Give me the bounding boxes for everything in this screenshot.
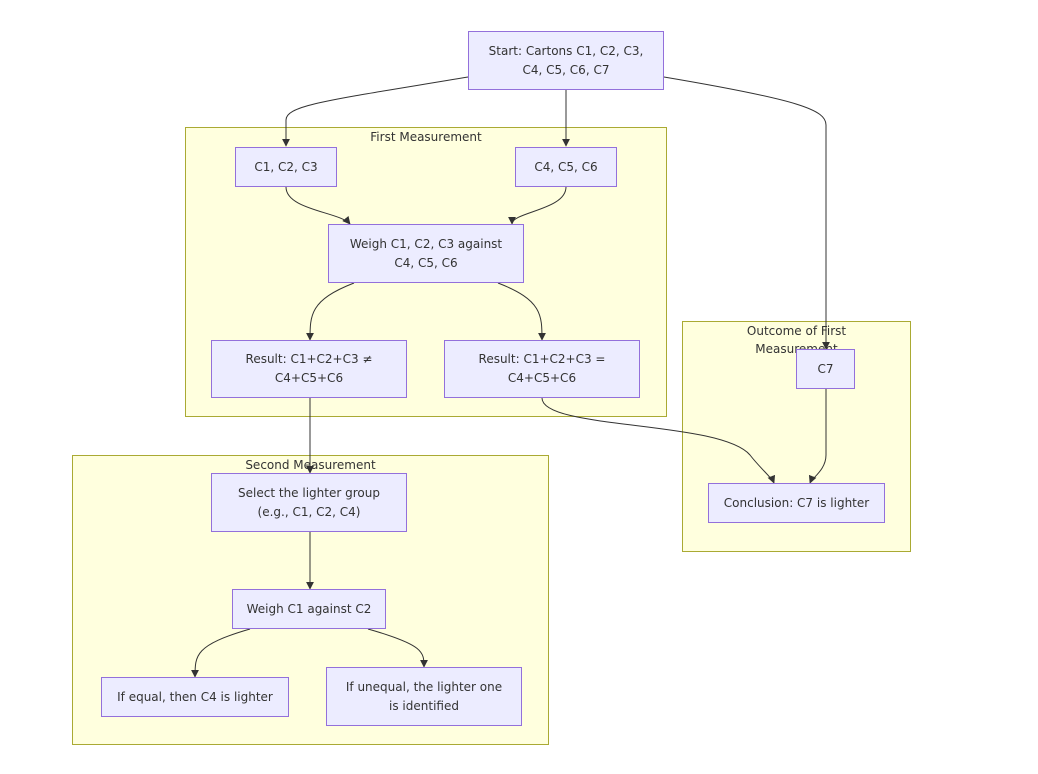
- node-weigh-second[interactable]: Weigh C1 against C2: [232, 589, 386, 629]
- node-if-unequal[interactable]: If unequal, the lighter one is identifie…: [326, 667, 522, 726]
- node-conclusion[interactable]: Conclusion: C7 is lighter: [708, 483, 885, 523]
- node-c4-c5-c6[interactable]: C4, C5, C6: [515, 147, 617, 187]
- node-if-equal[interactable]: If equal, then C4 is lighter: [101, 677, 289, 717]
- node-select-lighter[interactable]: Select the lighter group (e.g., C1, C2, …: [211, 473, 407, 532]
- node-c7[interactable]: C7: [796, 349, 855, 389]
- cluster-second-measurement-label: Second Measurement: [245, 458, 376, 472]
- edge-start-c7: [663, 76, 830, 350]
- cluster-first-measurement-label: First Measurement: [370, 130, 482, 144]
- node-result-not-equal[interactable]: Result: C1+C2+C3 ≠ C4+C5+C6: [211, 340, 407, 398]
- node-weigh-first[interactable]: Weigh C1, C2, C3 against C4, C5, C6: [328, 224, 524, 283]
- node-result-equal[interactable]: Result: C1+C2+C3 = C4+C5+C6: [444, 340, 640, 398]
- node-start[interactable]: Start: Cartons C1, C2, C3, C4, C5, C6, C…: [468, 31, 664, 90]
- node-c1-c2-c3[interactable]: C1, C2, C3: [235, 147, 337, 187]
